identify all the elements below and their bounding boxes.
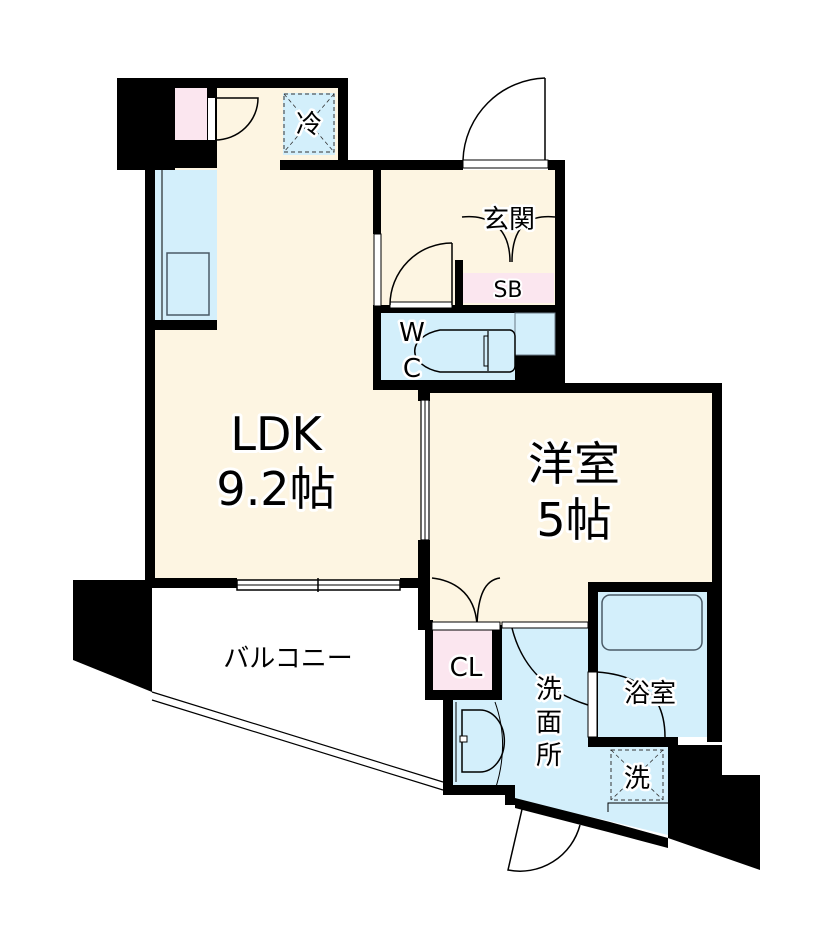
fridge-label: 冷 (296, 110, 322, 140)
doors (208, 77, 666, 872)
entrance-label: 玄関 (483, 205, 535, 235)
bathroom-label: 浴室 (624, 679, 676, 709)
washroom-label-2: 面 (536, 708, 562, 738)
ldk-size-label: 9.2帖 (216, 462, 335, 516)
toilet-label-w: W (399, 318, 425, 348)
storage-small (175, 88, 207, 140)
washer-label: 洗 (624, 764, 650, 794)
toilet-label-c: C (403, 354, 421, 384)
toilet-icon (414, 312, 556, 373)
western-room-size-label: 5帖 (536, 493, 611, 547)
balcony-label: バルコニー (223, 644, 352, 674)
fixtures (161, 93, 703, 812)
fridge-space (283, 93, 335, 155)
bathtub-icon (601, 594, 703, 651)
shoe-box-label: SB (493, 278, 522, 303)
washroom-label-3: 所 (536, 741, 562, 771)
windows (151, 233, 444, 791)
shoe-box-floor (462, 273, 554, 303)
ldk-floor (155, 88, 425, 580)
western-room-name-label: 洋室 (528, 437, 620, 491)
washing-machine-icon (610, 749, 664, 801)
closet-floor (432, 630, 492, 690)
ldk-name-label: LDK (230, 407, 323, 461)
kitchen-sink-icon (166, 252, 210, 316)
walls (73, 78, 760, 870)
labels: 冷 玄関 SB W C LDK 9.2帖 洋室 5帖 バルコニー CL 洗 面 … (213, 108, 678, 797)
washroom-floor (450, 627, 668, 835)
floors (155, 88, 712, 835)
western-room-floor (430, 392, 712, 625)
closet-label: CL (450, 653, 483, 683)
fridge-icon (283, 93, 335, 153)
bathroom-floor (597, 592, 707, 737)
wash-basin-icon (455, 701, 506, 791)
kitchen-counter (155, 170, 217, 328)
washroom-label-1: 洗 (536, 675, 562, 705)
